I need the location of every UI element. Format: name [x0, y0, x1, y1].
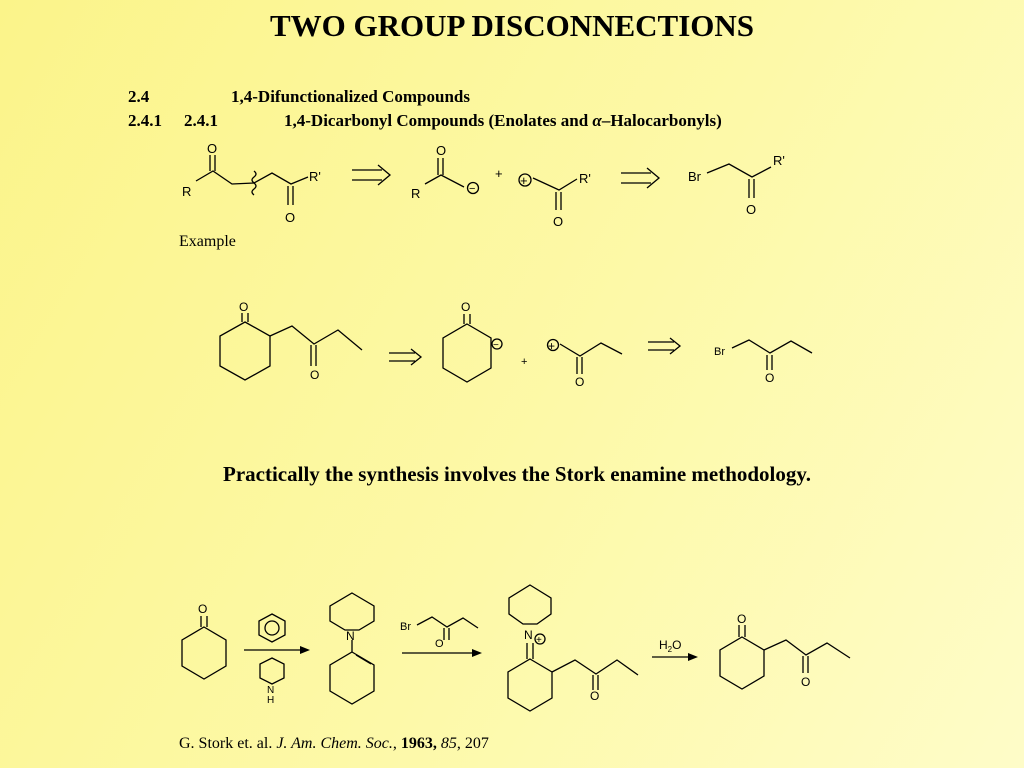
- water-h: H: [659, 638, 668, 652]
- ref-journal: J. Am. Chem. Soc.: [276, 735, 393, 752]
- ref-page: , 207: [456, 735, 489, 752]
- subsection-number: 2.4.1: [128, 111, 162, 130]
- alpha-halo-carbonyl: Br R' O: [688, 153, 785, 217]
- ref-year: 1963,: [400, 735, 437, 752]
- general-14-dicarbonyl: O R R' O: [182, 141, 321, 225]
- atom-o: O: [435, 638, 444, 650]
- ref-volume: 85: [440, 735, 457, 752]
- retro-arrow-1: [352, 164, 392, 186]
- butanone-cation: + O: [546, 338, 623, 389]
- reference-citation: G. Stork et. al. J. Am. Chem. Soc., 1963…: [179, 735, 489, 753]
- atom-n: N: [267, 685, 274, 696]
- disconnection-wavy-line: [251, 170, 257, 196]
- piperidine-reagent: N H: [259, 657, 285, 706]
- atom-o: O: [310, 368, 319, 382]
- atom-br: Br: [714, 346, 725, 358]
- minus-charge: −: [469, 183, 475, 195]
- atom-o: O: [801, 675, 810, 689]
- slide-title: TWO GROUP DISCONNECTIONS: [269, 8, 755, 43]
- atom-o: O: [461, 300, 470, 314]
- retro-arrow-2: [621, 167, 661, 189]
- plus-charge-circle: [546, 338, 560, 352]
- ref-author: G. Stork et. al.: [179, 735, 277, 752]
- example-diketone: O O: [219, 300, 363, 382]
- acyl-cation-synthon: + R' O: [518, 171, 591, 229]
- retro-arrow-3: [389, 348, 423, 366]
- group-r: R: [411, 186, 420, 201]
- atom-o: O: [590, 689, 599, 703]
- atom-o: O: [737, 612, 746, 626]
- benzene-reagent: [258, 613, 286, 643]
- hydrolysis-step: H2O: [652, 638, 698, 661]
- minus-charge-circle: [466, 181, 480, 195]
- subsection-number-repeat: 2.4.1: [184, 111, 218, 130]
- group-r-prime: R': [773, 153, 785, 168]
- arrow-head: [300, 646, 310, 654]
- group-r-prime: R': [579, 171, 591, 186]
- plus-charge-circle: [534, 633, 546, 645]
- atom-o: O: [746, 202, 756, 217]
- minus-charge-circle: [491, 338, 503, 350]
- water-sub: 2: [668, 645, 673, 654]
- atom-n: N: [346, 629, 355, 643]
- section-number: 2.4: [128, 87, 150, 106]
- iminium-intermediate: N + O: [507, 584, 639, 712]
- atom-h: H: [267, 695, 274, 706]
- minus-charge: −: [493, 340, 499, 351]
- water-o: O: [672, 638, 681, 652]
- atom-o: O: [198, 602, 207, 616]
- subsection-title-start: 1,4-Dicarbonyl Compounds (Enolates and: [284, 111, 593, 130]
- atom-o: O: [285, 210, 295, 225]
- subsection-title-end: Halocarbonyls): [610, 111, 722, 130]
- plus-sign: +: [521, 356, 527, 368]
- cyclohexanone-enolate: O −: [442, 300, 503, 383]
- bromobutanone: Br O: [714, 339, 813, 385]
- ref-sep: ,: [392, 735, 401, 752]
- arrow-head: [472, 649, 482, 657]
- enamine: N: [329, 592, 375, 705]
- atom-br: Br: [688, 169, 702, 184]
- atom-br: Br: [400, 621, 411, 633]
- product-diketone: O O: [719, 612, 851, 690]
- cyclohexanone: O: [181, 602, 227, 680]
- retro-arrow-4: [648, 337, 682, 355]
- stork-note: Practically the synthesis involves the S…: [223, 462, 811, 486]
- enolate-synthon: O R −: [411, 143, 480, 201]
- alpha-symbol: α: [592, 111, 602, 130]
- atom-o: O: [765, 371, 774, 385]
- section-title: 1,4-Difunctionalized Compounds: [231, 87, 470, 106]
- group-r: R: [182, 184, 191, 199]
- atom-o: O: [575, 375, 584, 389]
- group-r-prime: R': [309, 169, 321, 184]
- atom-o: O: [239, 300, 248, 314]
- water-label: H2O: [659, 638, 681, 654]
- plus-sign: +: [495, 166, 503, 181]
- atom-o: O: [553, 214, 563, 229]
- arrow-head: [688, 653, 698, 661]
- example-label: Example: [179, 233, 236, 250]
- bromobutanone-reagent: Br O: [400, 616, 479, 650]
- atom-o: O: [436, 143, 446, 158]
- atom-o: O: [207, 141, 217, 156]
- plus-charge-circle: [518, 173, 532, 187]
- atom-n: N: [524, 628, 533, 642]
- subsection-title: 1,4-Dicarbonyl Compounds (Enolates and α…: [284, 111, 722, 131]
- plus-charge: +: [548, 339, 555, 353]
- plus-charge: +: [536, 635, 542, 646]
- plus-charge: +: [520, 173, 528, 188]
- dash: –: [601, 111, 611, 130]
